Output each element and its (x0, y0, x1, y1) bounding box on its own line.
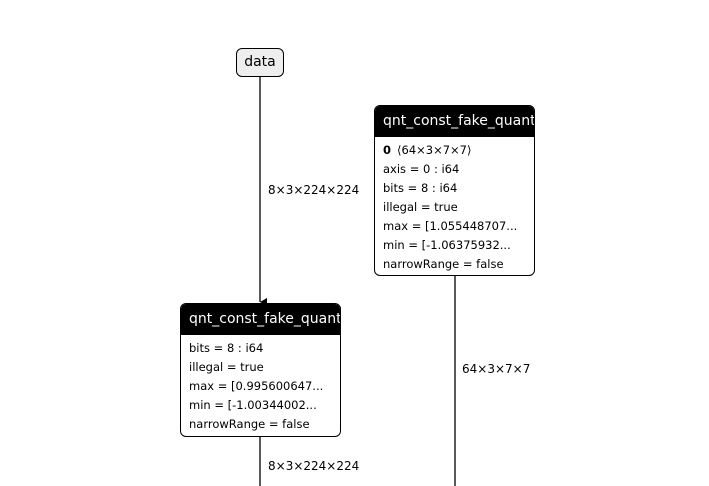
attr-illegal: illegal = true (189, 360, 264, 374)
edge-label-quant-out: 8×3×224×224 (268, 459, 360, 473)
attr-illegal: illegal = true (383, 200, 458, 214)
node-attributes: bits = 8 : i64 illegal = true max = [0.9… (181, 335, 340, 434)
edge-label-right-quant-out: 64×3×7×7 (462, 362, 531, 376)
node-title: qnt_const_fake_quant (375, 106, 534, 137)
attr-min: min = [-1.00344002... (189, 398, 317, 412)
node-qnt-const-fake-quant-right[interactable]: qnt_const_fake_quant 0 ⟨64×3×7×7⟩ axis = … (374, 105, 535, 276)
input-shape: ⟨64×3×7×7⟩ (397, 143, 472, 157)
edge-label-data-to-quant: 8×3×224×224 (268, 183, 360, 197)
node-attributes: 0 ⟨64×3×7×7⟩ axis = 0 : i64 bits = 8 : i6… (375, 137, 534, 274)
attr-bits: bits = 8 : i64 (189, 341, 264, 355)
node-title: qnt_const_fake_quant (181, 304, 340, 335)
attr-bits: bits = 8 : i64 (383, 181, 458, 195)
attr-axis: axis = 0 : i64 (383, 162, 460, 176)
attr-min: min = [-1.06375932... (383, 238, 511, 252)
attr-max: max = [1.055448707... (383, 219, 518, 233)
input-node-data[interactable]: data (236, 48, 284, 77)
node-qnt-const-fake-quant-left[interactable]: qnt_const_fake_quant bits = 8 : i64 ille… (180, 303, 341, 437)
input-index: 0 (383, 143, 392, 157)
attr-max: max = [0.995600647... (189, 379, 324, 393)
attr-narrow-range: narrowRange = false (383, 257, 504, 271)
input-shape-row: 0 ⟨64×3×7×7⟩ (383, 141, 534, 160)
attr-narrow-range: narrowRange = false (189, 417, 310, 431)
